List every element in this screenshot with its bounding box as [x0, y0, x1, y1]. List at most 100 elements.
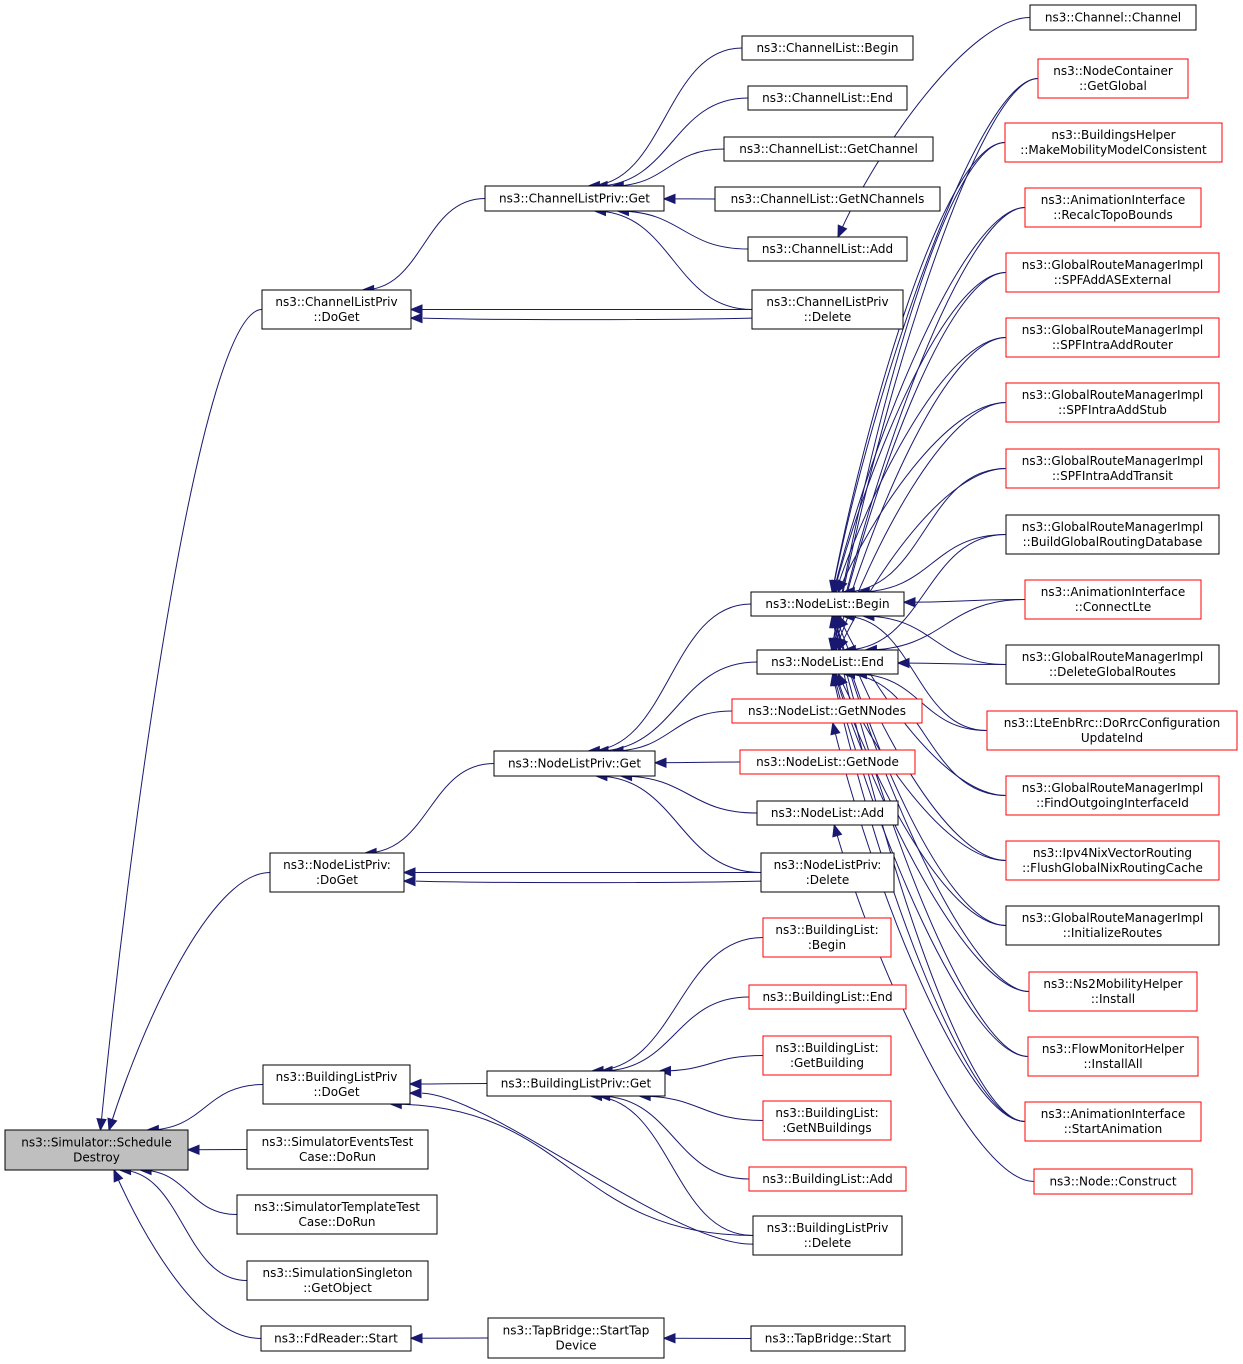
node-box	[493, 750, 656, 777]
call-edge-grm_delete-to-nl_end	[896, 657, 1007, 669]
node-nl-getn[interactable]: ns3::NodeList::GetNNodes	[731, 698, 923, 724]
node-grm-router[interactable]: ns3::GlobalRouteManagerImpl::SPFIntraAdd…	[1005, 317, 1220, 358]
node-ai-startanim[interactable]: ns3::AnimationInterface::StartAnimation	[1024, 1101, 1202, 1142]
node-label-line: :Delete	[806, 873, 849, 887]
node-box	[1005, 905, 1220, 946]
node-box	[1028, 971, 1198, 1012]
node-tb-start[interactable]: ns3::TapBridge::Start	[750, 1325, 906, 1352]
node-grm-asext[interactable]: ns3::GlobalRouteManagerImpl::SPFAddASExt…	[1005, 252, 1220, 293]
node-ipv4nix-flush[interactable]: ns3::Ipv4NixVectorRouting::FlushGlobalNi…	[1005, 840, 1220, 881]
node-label-line: ::MakeMobilityModelConsistent	[1020, 143, 1207, 157]
node-label-line: ns3::AnimationInterface	[1041, 1107, 1185, 1121]
node-label-line: ::SPFAddASExternal	[1054, 273, 1172, 287]
node-cl-end[interactable]: ns3::ChannelList::End	[747, 85, 908, 111]
node-label-line: ns3::ChannelList::GetChannel	[739, 142, 918, 156]
edge-line	[862, 615, 1007, 665]
node-cl-getchannel[interactable]: ns3::ChannelList::GetChannel	[723, 136, 934, 162]
call-edge-cl_add-to-clp_get	[616, 205, 749, 250]
node-fm-installall[interactable]: ns3::FlowMonitorHelper::InstallAll	[1027, 1036, 1199, 1077]
node-nlp-doget[interactable]: ns3::NodeListPriv::DoGet	[269, 852, 405, 893]
call-edge-bl_getbuilding-to-blp_get	[658, 1055, 764, 1077]
node-clp-get[interactable]: ns3::ChannelListPriv::Get	[484, 185, 665, 212]
call-edge-nlp_delete-to-nlp_get	[594, 770, 762, 873]
node-box	[487, 1317, 665, 1359]
node-label-line: ::DoGet	[313, 1085, 359, 1099]
node-bl-begin[interactable]: ns3::BuildingList::Begin	[762, 917, 892, 958]
node-grm-builddb[interactable]: ns3::GlobalRouteManagerImpl::BuildGlobal…	[1005, 514, 1220, 555]
node-label-line: ns3::SimulationSingleton	[262, 1266, 412, 1280]
node-nl-add[interactable]: ns3::NodeList::Add	[756, 800, 899, 826]
node-box	[1005, 775, 1220, 816]
node-nlp-delete[interactable]: ns3::NodeListPriv::Delete	[760, 852, 895, 893]
node-blp-delete[interactable]: ns3::BuildingListPriv::Delete	[752, 1215, 903, 1256]
node-blp-doget[interactable]: ns3::BuildingListPriv::DoGet	[262, 1064, 411, 1105]
node-ns2-install[interactable]: ns3::Ns2MobilityHelper::Install	[1028, 971, 1198, 1012]
edge-line	[833, 673, 1029, 1057]
node-label-line: ::SPFIntraAddRouter	[1052, 338, 1173, 352]
node-clp-delete[interactable]: ns3::ChannelListPriv::Delete	[751, 289, 904, 330]
node-box	[246, 1260, 429, 1301]
node-box	[1027, 1036, 1199, 1077]
call-edge-tb_starttap-to-fdreader	[409, 1333, 489, 1344]
node-label-line: Case::DoRun	[299, 1150, 376, 1164]
node-bl-getn[interactable]: ns3::BuildingList::GetNBuildings	[762, 1100, 892, 1141]
node-ai-recalc[interactable]: ns3::AnimationInterface::RecalcTopoBound…	[1024, 187, 1202, 228]
call-edge-nl_getn-to-nlp_get	[610, 710, 733, 757]
edge-line	[639, 1095, 764, 1121]
node-label-line: ns3::ChannelList::Begin	[756, 41, 898, 55]
node-blp-get[interactable]: ns3::BuildingListPriv::Get	[486, 1070, 666, 1097]
node-bl-end[interactable]: ns3::BuildingList::End	[748, 984, 907, 1010]
node-label-line: ns3::Ns2MobilityHelper	[1043, 977, 1182, 991]
node-nl-end[interactable]: ns3::NodeList::End	[756, 649, 899, 675]
node-nlp-get[interactable]: ns3::NodeListPriv::Get	[493, 750, 656, 777]
node-nl-begin[interactable]: ns3::NodeList::Begin	[750, 591, 905, 617]
node-nl-getnode[interactable]: ns3::NodeList::GetNode	[739, 749, 916, 775]
node-cl-add[interactable]: ns3::ChannelList::Add	[747, 236, 908, 262]
node-nc-global[interactable]: ns3::NodeContainer::GetGlobal	[1037, 58, 1189, 99]
call-edge-ai_connectlte-to-nl_begin	[902, 597, 1026, 608]
edge-arrowhead	[896, 657, 910, 669]
node-cl-getn[interactable]: ns3::ChannelList::GetNChannels	[714, 186, 941, 212]
node-label-line: Device	[555, 1339, 596, 1353]
call-edge-sim_template-to-root	[138, 1164, 238, 1215]
node-bh-make[interactable]: ns3::BuildingsHelper::MakeMobilityModelC…	[1004, 122, 1223, 163]
edge-arrowhead	[902, 597, 916, 608]
node-grm-initroutes[interactable]: ns3::GlobalRouteManagerImpl::InitializeR…	[1005, 905, 1220, 946]
node-grm-transit[interactable]: ns3::GlobalRouteManagerImpl::SPFIntraAdd…	[1005, 448, 1220, 489]
node-node-construct[interactable]: ns3::Node::Construct	[1033, 1168, 1193, 1195]
node-cl-begin[interactable]: ns3::ChannelList::Begin	[741, 35, 914, 61]
node-ch-channel[interactable]: ns3::Channel::Channel	[1029, 4, 1197, 31]
node-bl-getbuilding[interactable]: ns3::BuildingList::GetBuilding	[762, 1035, 892, 1076]
node-label-line: ::SPFIntraAddTransit	[1052, 469, 1173, 483]
node-grm-stub[interactable]: ns3::GlobalRouteManagerImpl::SPFIntraAdd…	[1005, 382, 1220, 423]
node-label-line: ns3::BuildingListPriv	[276, 1070, 398, 1084]
node-box	[747, 85, 908, 111]
edge-line	[838, 615, 1007, 796]
node-grm-findout[interactable]: ns3::GlobalRouteManagerImpl::FindOutgoin…	[1005, 775, 1220, 816]
edge-line	[842, 615, 988, 731]
node-label-line: ns3::ChannelListPriv	[766, 295, 888, 309]
node-fdreader[interactable]: ns3::FdReader::Start	[260, 1325, 412, 1352]
edge-line	[831, 78, 1039, 593]
node-clp-doget[interactable]: ns3::ChannelListPriv::DoGet	[261, 289, 412, 330]
node-label-line: ns3::NodeList::End	[771, 655, 884, 669]
node-sim-singleton[interactable]: ns3::SimulationSingleton::GetObject	[246, 1260, 429, 1301]
node-lte-dorrc[interactable]: ns3::LteEnbRrc::DoRrcConfigurationUpdate…	[986, 710, 1238, 751]
node-grm-delete[interactable]: ns3::GlobalRouteManagerImpl::DeleteGloba…	[1005, 644, 1220, 685]
node-label-line: ns3::BuildingList:	[775, 923, 878, 937]
edge-arrowhead	[402, 875, 416, 887]
node-label-line: ns3::TapBridge::Start	[765, 1332, 892, 1346]
edge-line	[595, 775, 762, 873]
node-box	[748, 984, 907, 1010]
edge-arrowhead	[113, 1168, 124, 1183]
node-label-line: ns3::SimulatorTemplateTest	[254, 1200, 420, 1214]
node-ai-connectlte[interactable]: ns3::AnimationInterface::ConnectLte	[1024, 579, 1202, 620]
node-bl-add[interactable]: ns3::BuildingList::Add	[748, 1166, 907, 1192]
node-label-line: ns3::BuildingList:	[775, 1106, 878, 1120]
node-label-line: ::Install	[1091, 992, 1135, 1006]
call-edge-nlp_delete-to-nlp_doget	[402, 867, 761, 878]
